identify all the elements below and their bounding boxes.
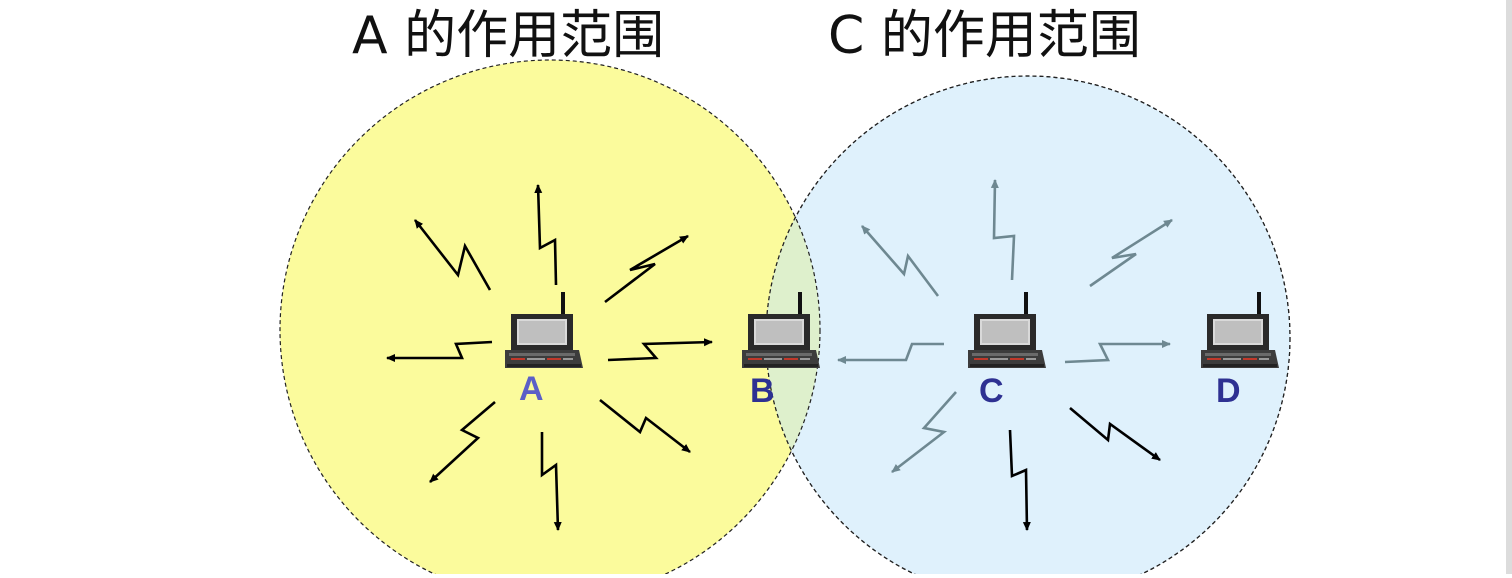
signal-arrow-c-downleft <box>891 391 957 474</box>
node-label-c: C <box>979 372 1004 410</box>
title-a-range: A 的作用范围 <box>352 6 665 66</box>
signal-arrow-a-downleft <box>429 401 496 483</box>
node-label-b: B <box>750 372 775 410</box>
signal-arrow-c-left <box>837 342 944 364</box>
title-c-range: C 的作用范围 <box>828 6 1141 66</box>
signal-arrow-c-down <box>1008 429 1031 531</box>
node-label-a: A <box>519 370 544 408</box>
signal-arrow-a-downright <box>599 398 691 454</box>
signal-arrow-a-left <box>386 340 493 362</box>
signal-arrow-a-upleft <box>413 219 492 291</box>
signal-arrow-c-up <box>990 179 1016 281</box>
signal-arrow-a-up <box>534 184 558 286</box>
right-edge-border <box>1506 0 1512 574</box>
signal-arrow-a-down <box>540 432 562 531</box>
node-label-d: D <box>1216 372 1241 410</box>
signal-arrow-c-right <box>1064 340 1171 364</box>
signal-arrow-c-upright <box>1089 218 1173 288</box>
signal-arrow-c-downright <box>1069 407 1161 462</box>
signal-arrow-a-upright <box>604 234 689 304</box>
signal-arrow-a-right <box>607 338 713 362</box>
signal-arrow-c-upleft <box>861 225 940 297</box>
